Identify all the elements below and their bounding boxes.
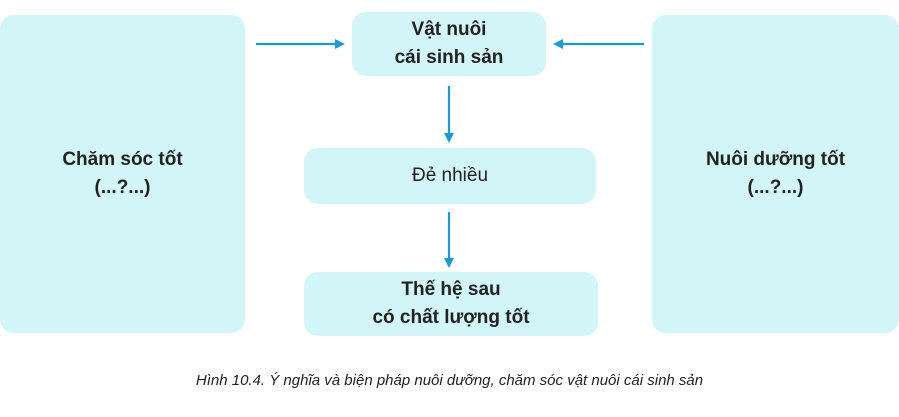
left-box-line2: (...?...) xyxy=(94,177,151,198)
top-box-line2: cái sinh sản xyxy=(394,47,504,68)
top-box-line1: Vật nuôi xyxy=(411,19,487,40)
bottom-box-next-generation: Thế hệ sau có chất lượng tốt xyxy=(304,272,598,336)
bottom-box-line1: Thế hệ sau xyxy=(401,279,501,300)
right-box-line2: (...?...) xyxy=(747,177,804,198)
top-box-breeding-female: Vật nuôi cái sinh sản xyxy=(352,12,546,76)
left-box-line1: Chăm sóc tốt xyxy=(62,149,183,170)
figure-caption: Hình 10.4. Ý nghĩa và biện pháp nuôi dưỡ… xyxy=(195,372,704,389)
left-box-care: Chăm sóc tốt (...?...) xyxy=(0,15,245,333)
right-box-nutrition: Nuôi dưỡng tốt (...?...) xyxy=(652,15,899,333)
bottom-box-line2: có chất lượng tốt xyxy=(372,307,530,328)
middle-box-line1: Đẻ nhiều xyxy=(411,165,489,186)
right-box-line1: Nuôi dưỡng tốt xyxy=(705,149,846,170)
middle-box-many-offspring: Đẻ nhiều xyxy=(304,148,596,204)
